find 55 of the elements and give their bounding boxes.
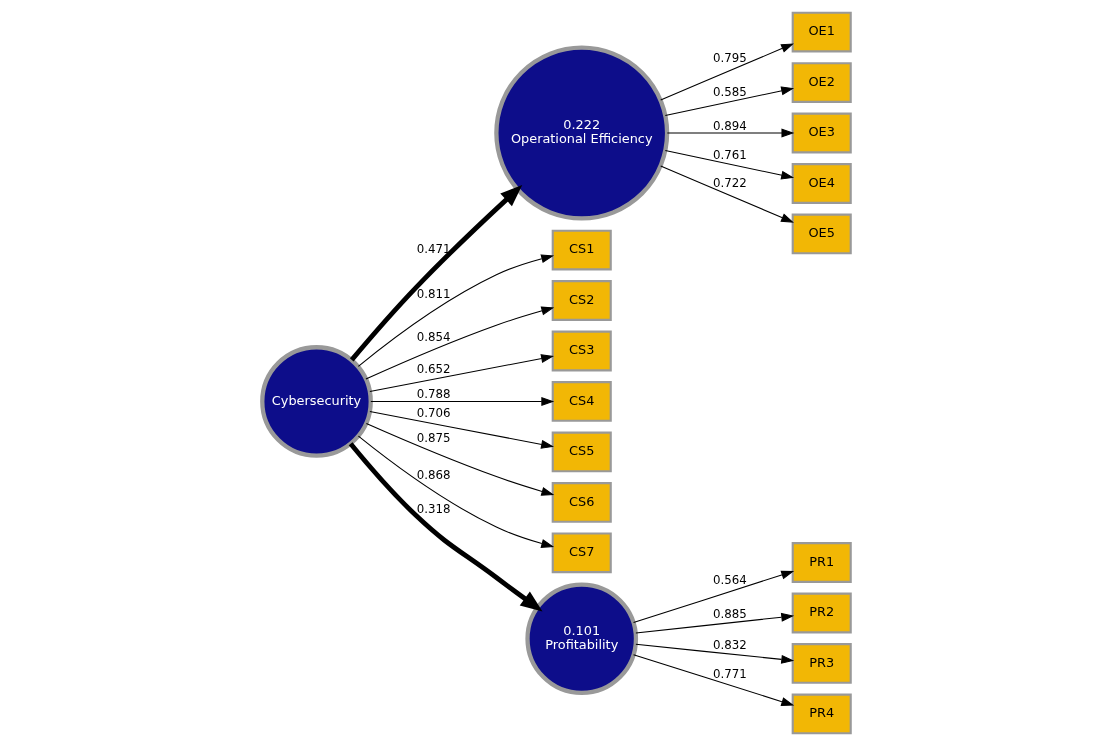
arrow — [633, 570, 795, 624]
node-box: OE4 — [791, 163, 852, 204]
arrow — [365, 306, 555, 380]
node-box: CS7 — [551, 532, 612, 574]
node-box: OE5 — [791, 213, 852, 255]
arrow — [664, 150, 795, 180]
edge-label: 0.832 — [713, 638, 747, 653]
arrow — [348, 442, 543, 612]
node-box: CS2 — [551, 280, 612, 321]
edge-label: 0.318 — [416, 501, 451, 516]
node-box: CS3 — [551, 330, 612, 372]
arrow — [357, 254, 555, 367]
edge-label: 0.795 — [713, 50, 747, 65]
arrow — [660, 43, 794, 101]
arrow — [664, 86, 795, 117]
node-box: PR2 — [791, 592, 852, 634]
arrow — [666, 128, 795, 138]
node-circle: 0.101 Profitability — [525, 582, 639, 696]
node-box: PR4 — [791, 693, 852, 735]
node-box: PR3 — [791, 643, 852, 684]
edge-label: 0.585 — [713, 85, 747, 100]
node-box: PR1 — [791, 542, 852, 583]
edge-label: 0.652 — [416, 362, 451, 377]
edge-label: 0.885 — [713, 607, 747, 622]
edge-label: 0.471 — [416, 242, 451, 257]
edge-label: 0.875 — [416, 431, 451, 446]
node-box: CS6 — [551, 482, 612, 523]
node-box: CS5 — [551, 431, 612, 473]
edge-label: 0.854 — [416, 330, 451, 345]
edge-label: 0.788 — [416, 387, 451, 402]
edge-label: 0.811 — [416, 287, 451, 302]
edge-label: 0.761 — [713, 147, 747, 162]
arrow — [369, 410, 554, 449]
node-box: OE1 — [791, 11, 852, 53]
edge-label: 0.564 — [713, 572, 747, 587]
arrow — [635, 612, 795, 634]
edge-label: 0.722 — [713, 175, 747, 190]
edge-label: 0.894 — [713, 118, 747, 133]
node-box: CS4 — [551, 381, 612, 422]
arrow — [357, 435, 555, 548]
arrow — [370, 396, 555, 406]
node-box: OE2 — [791, 62, 852, 103]
edge-label: 0.771 — [713, 667, 747, 682]
arrow — [635, 643, 795, 664]
arrow — [365, 423, 555, 496]
node-box: CS1 — [551, 229, 612, 271]
node-circle: Cybersecurity — [260, 345, 373, 458]
node-box: OE3 — [791, 112, 852, 154]
edge-label: 0.868 — [416, 467, 451, 482]
edge-label: 0.706 — [416, 406, 451, 421]
node-circle: 0.222 Operational Efficiency — [494, 45, 670, 221]
arrow — [369, 354, 554, 392]
arrow — [633, 654, 795, 706]
arrow — [660, 165, 794, 223]
arrow — [349, 185, 523, 362]
